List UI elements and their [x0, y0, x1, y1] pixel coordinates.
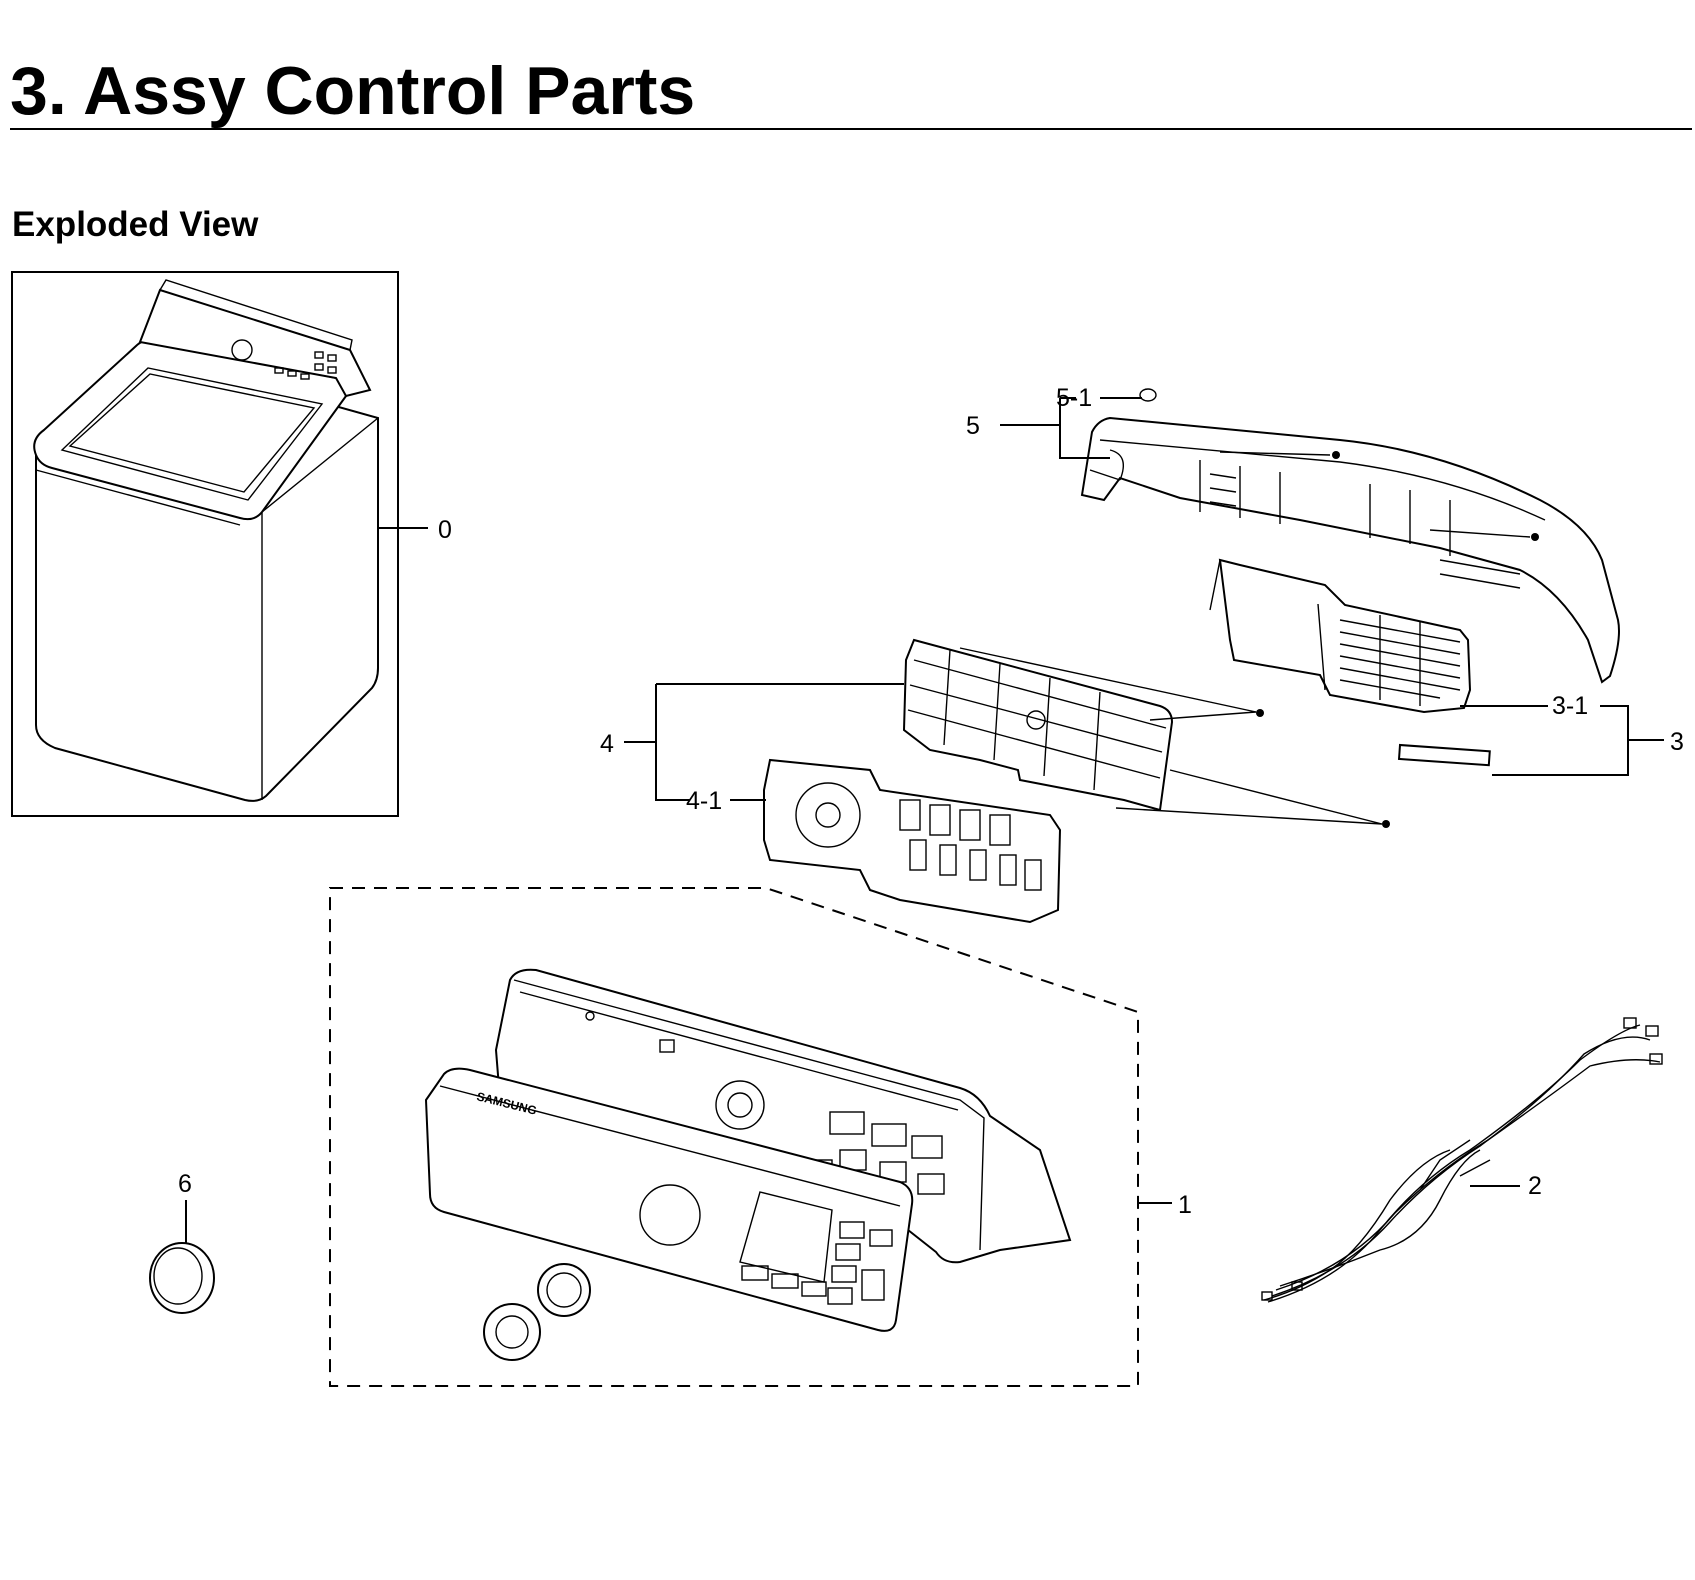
- callout-2: 2: [1528, 1172, 1542, 1200]
- knob-cap: [149, 1242, 215, 1314]
- callout-5-1: 5-1: [1056, 384, 1092, 412]
- part-2-wire-harness: [1261, 1017, 1663, 1303]
- leader-5: [1059, 398, 1110, 459]
- callout-1: 1: [1178, 1191, 1192, 1219]
- screw: [1332, 451, 1340, 459]
- callout-0: 0: [438, 516, 452, 544]
- washer-overview: [11, 271, 428, 817]
- part-5-cover: [1000, 388, 1620, 684]
- clip-5-1: [1139, 388, 1157, 402]
- leader-4-1: [655, 684, 766, 801]
- part-3-pcb-cover: [1209, 558, 1664, 776]
- callout-4-1: 4-1: [686, 787, 722, 815]
- part-1-control-panel: SAMSUNG: [329, 887, 1172, 1387]
- part-4-pcb-assy: [624, 638, 1390, 924]
- overview-frame: [11, 271, 399, 817]
- knob-ring: [483, 1303, 541, 1361]
- callout-3: 3: [1670, 728, 1684, 756]
- callout-6: 6: [178, 1170, 192, 1198]
- group-boundary: [329, 887, 1139, 1387]
- screw: [1531, 533, 1539, 541]
- callout-5: 5: [966, 412, 980, 440]
- dial-opening: [639, 1184, 701, 1246]
- callout-3-1: 3-1: [1552, 692, 1588, 720]
- page-title: 3. Assy Control Parts: [10, 53, 696, 129]
- section-title: Exploded View: [12, 205, 259, 244]
- part-6-knob: [149, 1200, 215, 1314]
- part-3-1-strip: [1397, 743, 1491, 767]
- title-rule: [10, 128, 1692, 130]
- callout-4: 4: [600, 730, 614, 758]
- knob-ring: [537, 1263, 591, 1317]
